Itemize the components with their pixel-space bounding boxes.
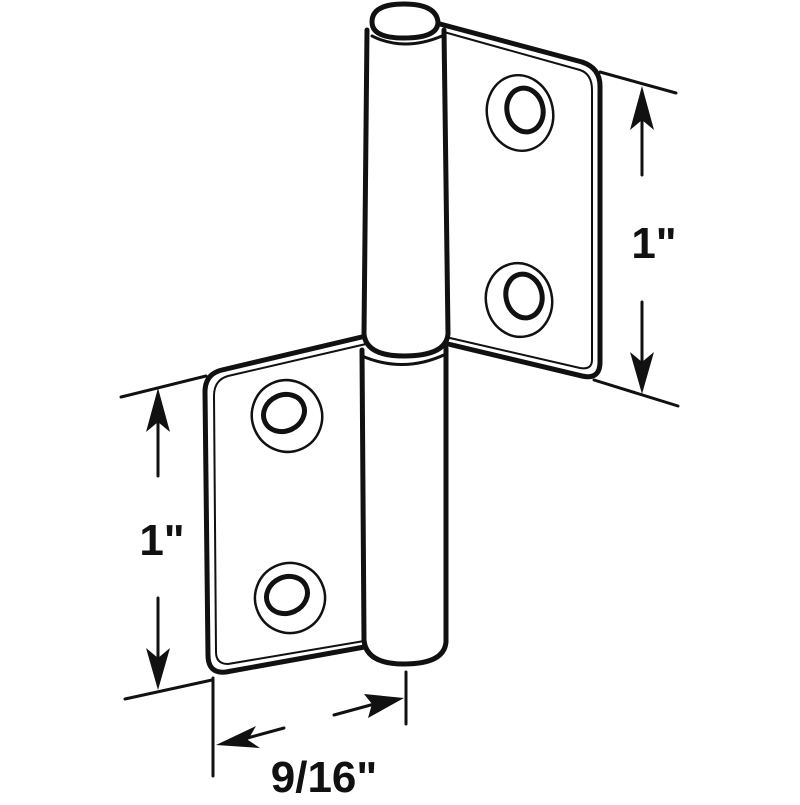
upper-leaf xyxy=(437,21,603,380)
upper-leaf-hole-top xyxy=(485,73,555,153)
lower-leaf-height-label: 1" xyxy=(139,516,184,565)
dimension-upper-leaf-height: 1" xyxy=(592,70,680,408)
dimension-lower-leaf-height: 1" xyxy=(119,374,214,701)
dimension-leaf-width: 9/16" xyxy=(211,670,408,802)
arrow-up-icon xyxy=(630,86,654,130)
lower-leaf-hole-bottom xyxy=(253,561,327,635)
lower-leaf xyxy=(202,333,373,675)
arrow-down-icon xyxy=(146,648,170,690)
arrow-left-icon xyxy=(216,726,260,748)
hinge-knuckle xyxy=(359,1,451,667)
lower-leaf-hole-top xyxy=(250,378,324,454)
upper-leaf-hole-bottom xyxy=(484,261,554,339)
arrow-up-icon xyxy=(146,388,170,432)
arrow-right-icon xyxy=(364,694,404,718)
arrow-down-icon xyxy=(630,352,654,394)
leaf-width-label: 9/16" xyxy=(271,753,378,800)
upper-leaf-height-label: 1" xyxy=(631,219,676,268)
